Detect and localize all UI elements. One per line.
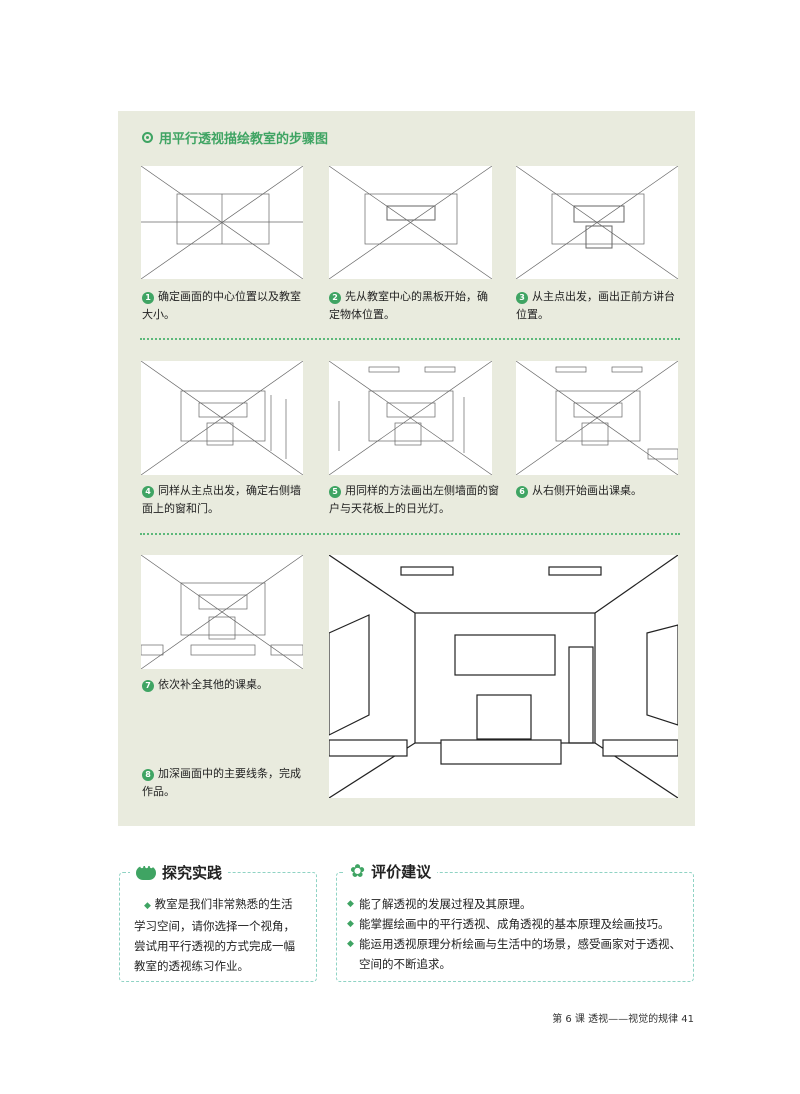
step-number: 5 (329, 486, 341, 498)
step-number: 3 (516, 292, 528, 304)
step-6-caption: 6 从右侧开始画出课桌。 (516, 482, 684, 500)
evaluation-item-text: 能了解透视的发展过程及其原理。 (359, 897, 532, 911)
practice-heading: 探究实践 (130, 862, 229, 883)
evaluation-item: ◆ 能运用透视原理分析绘画与生活中的场景，感受画家对于透视、空间的不断追求。 (347, 934, 687, 974)
evaluation-list: ◆ 能了解透视的发展过程及其原理。 ◆ 能掌握绘画中的平行透视、成角透视的基本原理及… (347, 894, 687, 974)
step-number: 1 (142, 292, 154, 304)
dotted-divider (140, 338, 680, 340)
diamond-icon: ◆ (144, 901, 151, 911)
section-title: 用平行透视描绘教室的步骤图 (142, 128, 328, 147)
step-number: 6 (516, 486, 528, 498)
diamond-icon: ◆ (347, 939, 354, 949)
step-number: 8 (142, 769, 154, 781)
dotted-divider (140, 533, 680, 535)
section-title-text: 用平行透视描绘教室的步骤图 (159, 132, 329, 147)
step-text: 依次补全其他的课桌。 (158, 678, 268, 691)
diamond-icon: ◆ (347, 899, 354, 909)
page-footer: 第 6 课 透视——视觉的规律 41 (552, 1014, 694, 1025)
step-number: 7 (142, 680, 154, 692)
evaluation-item-text: 能掌握绘画中的平行透视、成角透视的基本原理及绘画技巧。 (359, 917, 670, 931)
sketch-step-8 (329, 555, 678, 798)
sketch-step-3 (516, 166, 678, 279)
practice-text: ◆ 教室是我们非常熟悉的生活学习空间，请你选择一个视角，尝试用平行透视的方式完成… (134, 894, 304, 976)
step-number: 2 (329, 292, 341, 304)
step-text: 同样从主点出发，确定右侧墙面上的窗和门。 (142, 484, 301, 515)
practice-heading-text: 探究实践 (162, 864, 223, 882)
evaluation-heading-text: 评价建议 (371, 863, 432, 881)
evaluation-heading: ✿ 评价建议 (344, 860, 438, 882)
sketch-step-7 (141, 555, 303, 669)
evaluation-item-text: 能运用透视原理分析绘画与生活中的场景，感受画家对于透视、空间的不断追求。 (359, 937, 681, 971)
step-text: 加深画面中的主要线条，完成作品。 (142, 767, 301, 798)
evaluation-box (336, 872, 694, 982)
step-text: 用同样的方法画出左侧墙面的窗户与天花板上的日光灯。 (329, 484, 499, 515)
chat-bubble-icon (136, 863, 156, 880)
evaluation-item: ◆ 能了解透视的发展过程及其原理。 (347, 894, 687, 914)
sketch-step-2 (329, 166, 492, 279)
step-text: 确定画面的中心位置以及教室大小。 (142, 290, 301, 321)
target-icon (142, 132, 153, 143)
step-text: 从右侧开始画出课桌。 (532, 484, 642, 497)
evaluation-item: ◆ 能掌握绘画中的平行透视、成角透视的基本原理及绘画技巧。 (347, 914, 687, 934)
step-text: 先从教室中心的黑板开始，确定物体位置。 (329, 290, 488, 321)
sketch-step-5 (329, 361, 492, 475)
step-text: 从主点出发，画出正前方讲台位置。 (516, 290, 675, 321)
flower-icon: ✿ (350, 860, 366, 882)
sketch-step-6 (516, 361, 678, 475)
step-7-caption: 7 依次补全其他的课桌。 (142, 676, 310, 694)
sketch-step-1 (141, 166, 303, 279)
step-number: 4 (142, 486, 154, 498)
practice-text-body: 教室是我们非常熟悉的生活学习空间，请你选择一个视角，尝试用平行透视的方式完成一幅… (134, 897, 295, 973)
sketch-step-4 (141, 361, 303, 475)
diamond-icon: ◆ (347, 919, 354, 929)
